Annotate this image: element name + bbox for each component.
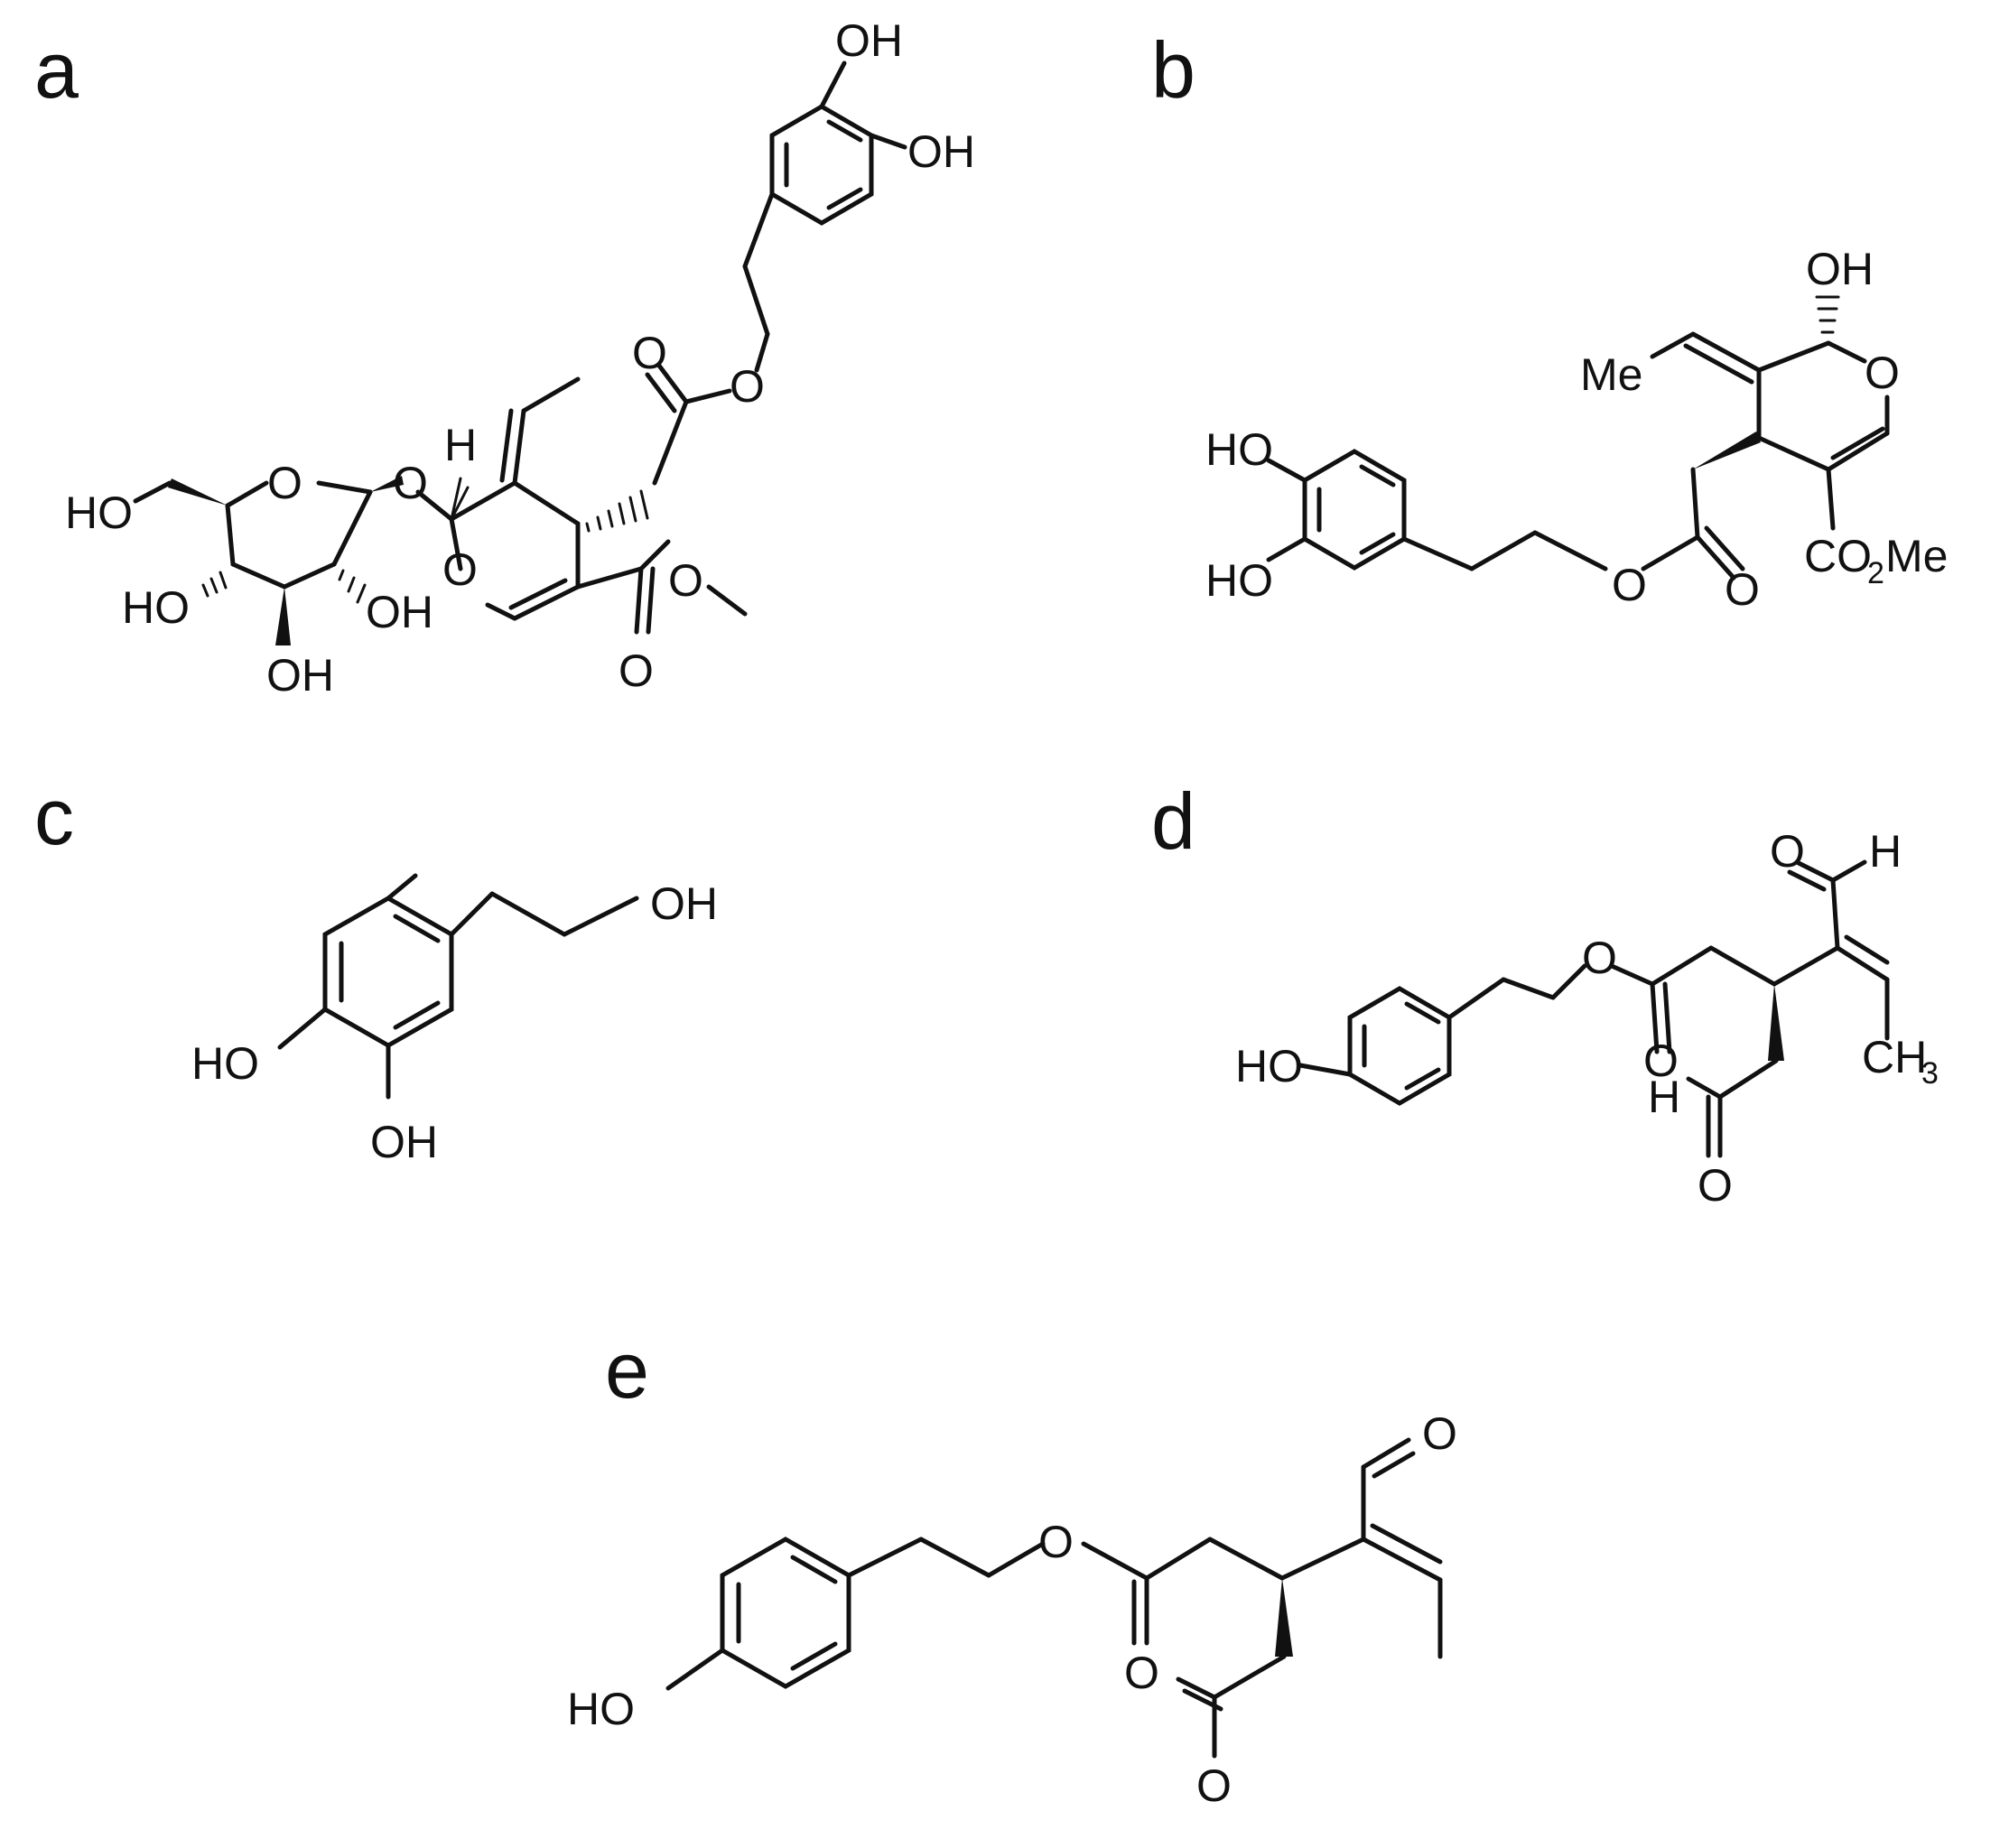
b-label-carbonyl-o: O bbox=[1725, 564, 1760, 615]
c-catechol-ring bbox=[322, 896, 454, 1048]
b-label-co: CO bbox=[1804, 531, 1872, 581]
d-label-aldehyde-o-top: O bbox=[1770, 826, 1805, 877]
e-label-ho: HO bbox=[567, 1684, 635, 1734]
c-label-oh-bottom: OH bbox=[370, 1117, 438, 1167]
a-hashed-bond bbox=[585, 489, 649, 533]
d-label-ho: HO bbox=[1235, 1041, 1303, 1091]
a-hashed-oh-right bbox=[338, 569, 367, 604]
c-label-oh: OH bbox=[650, 878, 718, 929]
d-label-subscript-3: 3 bbox=[1921, 1056, 1939, 1091]
e-phenol-ring bbox=[720, 1537, 851, 1689]
a-label-glycosidic-o: O bbox=[393, 458, 428, 508]
a-label-ester-o2: O bbox=[668, 555, 703, 606]
d-label-carbonyl-o: O bbox=[1643, 1035, 1679, 1086]
panel-label-c: c bbox=[34, 772, 74, 861]
b-label-me-top: Me bbox=[1580, 349, 1642, 400]
panel-e: e O O HO O O bbox=[567, 1325, 1457, 1811]
a-label-oh-right-ring: OH bbox=[366, 587, 433, 637]
e-label-aldehyde-o-top: O bbox=[1422, 1408, 1457, 1459]
panel-label-e: e bbox=[605, 1325, 649, 1415]
panel-label-b: b bbox=[1151, 25, 1195, 115]
c-label-ho: HO bbox=[191, 1038, 259, 1089]
a-label-oh-bottom: OH bbox=[266, 650, 334, 701]
panel-label-a: a bbox=[34, 25, 79, 115]
b-label-subscript-2: 2 bbox=[1867, 556, 1884, 590]
panel-c: c OH HO OH bbox=[34, 772, 718, 1167]
a-label-oh-right: OH bbox=[907, 126, 975, 177]
a-label-ester-carbonyl-o: O bbox=[619, 645, 654, 696]
b-label-me-ester: Me bbox=[1885, 531, 1948, 581]
a-label-ester-o: O bbox=[730, 361, 765, 412]
panel-d: d O H O HO O CH 3 H O bbox=[1151, 776, 1939, 1211]
a-hashed-oh-left bbox=[201, 571, 228, 598]
b-label-oh: OH bbox=[1806, 244, 1874, 294]
a-label-ho-ch2: HO bbox=[65, 488, 133, 538]
a-label-oh-top: OH bbox=[835, 15, 903, 66]
d-label-aldehyde-h-bottom: H bbox=[1648, 1072, 1680, 1122]
a-label-h: H bbox=[444, 420, 477, 470]
a-label-ring-o: O bbox=[442, 544, 478, 595]
a-label-glucose-o: O bbox=[267, 458, 302, 508]
b-label-ho-top: HO bbox=[1205, 424, 1273, 475]
e-label-carbonyl-o: O bbox=[1124, 1648, 1159, 1698]
e-label-aldehyde-o-bottom: O bbox=[1196, 1760, 1232, 1811]
b-label-ester-o: O bbox=[1612, 560, 1647, 610]
d-label-ch: CH bbox=[1862, 1032, 1927, 1082]
panel-a: a bbox=[34, 15, 975, 701]
a-label-carbonyl-o: O bbox=[632, 328, 667, 378]
a-label-ho-left: HO bbox=[122, 582, 190, 633]
panel-b: b bbox=[1151, 25, 1948, 615]
panel-label-d: d bbox=[1151, 776, 1195, 866]
d-label-ester-o: O bbox=[1582, 933, 1617, 983]
d-label-aldehyde-h-top: H bbox=[1869, 826, 1902, 877]
e-label-ester-o: O bbox=[1038, 1517, 1074, 1567]
b-hashed-oh bbox=[1815, 295, 1840, 334]
d-label-aldehyde-o-bottom: O bbox=[1698, 1160, 1733, 1211]
b-label-ring-o: O bbox=[1865, 348, 1900, 398]
b-label-ho-bottom: HO bbox=[1205, 555, 1273, 606]
